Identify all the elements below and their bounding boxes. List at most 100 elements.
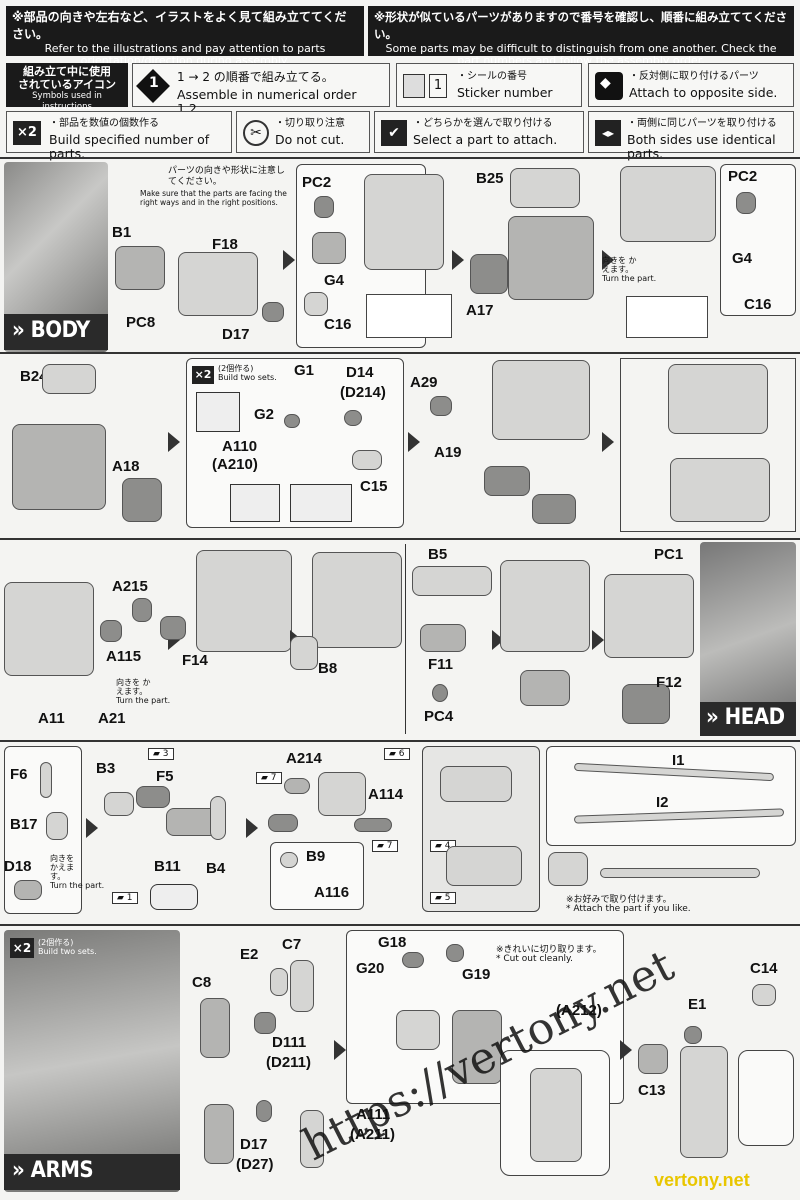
part-assembly [46, 812, 68, 840]
part-label: (D211) [266, 1054, 312, 1071]
legend-sticker-en: Sticker number [457, 85, 553, 100]
part-assembly [115, 246, 165, 290]
build-two-jp: (2個作る) [218, 364, 254, 373]
sticker-tag: ▰ 7 [256, 772, 282, 784]
part-label: PC8 [126, 314, 156, 331]
legend-select-jp: ・どちらかを選んで取り付ける [413, 118, 553, 129]
both-sides-icon: ◂▸ [595, 120, 621, 146]
no-cut-icon: ✂ [243, 120, 269, 146]
select-inset [230, 484, 280, 522]
step-arrow-icon [283, 250, 295, 270]
part-assembly [312, 232, 346, 264]
part-label: C16 [324, 316, 352, 333]
part-assembly [684, 1026, 702, 1044]
part-label: D17 [222, 326, 250, 343]
watermark-corner: vertony.net [654, 1170, 750, 1190]
part-label: PC1 [654, 546, 684, 563]
step-arrow-icon [452, 250, 464, 270]
row-divider [0, 352, 800, 354]
part-assembly [280, 852, 298, 868]
build-two-icon: ×2 [192, 366, 214, 384]
step-arrow-icon [168, 432, 180, 452]
build-two-en: Build two sets. [38, 947, 97, 956]
part-label: B5 [428, 546, 448, 563]
sticker-inset [150, 884, 198, 910]
legend-order-jp: 1 → 2 の順番で組み立てる。 [177, 70, 334, 84]
step-arrow-icon [602, 432, 614, 452]
header-right-jp: ※形状が似ているパーツがありますので番号を確認し、順番に組み立ててください。 [374, 10, 788, 41]
part-assembly [532, 494, 576, 524]
select-inset [196, 392, 240, 432]
sticker-flag-icon [403, 74, 425, 98]
part-label: B17 [10, 816, 38, 833]
step-arrow-icon [592, 630, 604, 650]
part-label: G19 [462, 966, 491, 983]
part-assembly [520, 670, 570, 706]
legend-title-en: Symbols used in instructions [32, 91, 102, 112]
part-label: B1 [112, 224, 132, 241]
cut-note-jp: ※きれいに切り取ります。 [496, 945, 602, 955]
part-label: PC2 [728, 168, 758, 185]
detail-inset [738, 1050, 794, 1146]
legend-order: 1 1 → 2 の順番で組み立てる。 Assemble in numerical… [132, 63, 390, 116]
sticker-tag: ▰ 7 [372, 840, 398, 852]
part-assembly [290, 960, 314, 1012]
part-assembly [500, 560, 590, 652]
sticker-tag: ▰ 3 [148, 748, 174, 760]
part-label: C7 [282, 936, 302, 953]
part-assembly [430, 396, 452, 416]
step-arrow-icon [334, 1040, 346, 1060]
sticker-tag: ▰ 1 [112, 892, 138, 904]
sticker-number: 1 [433, 78, 443, 93]
part-label: B11 [154, 858, 181, 875]
part-assembly [256, 1100, 272, 1122]
part-label: G20 [356, 960, 385, 977]
part-label: F11 [428, 656, 454, 673]
part-label: F18 [212, 236, 238, 253]
part-assembly [396, 1010, 440, 1050]
part-assembly [304, 292, 328, 316]
build-two-note: (2個作る) Build two sets. [38, 938, 97, 956]
turn-note: 向きを かえます。 Turn the part. [602, 256, 656, 283]
part-assembly [284, 414, 300, 428]
part-assembly [318, 772, 366, 816]
part-label: C8 [192, 974, 212, 991]
step-arrow-icon [408, 432, 420, 452]
part-assembly [484, 466, 530, 496]
part-label: D17 [240, 1136, 268, 1153]
part-label: D14 [346, 364, 374, 381]
build-two-jp: (2個作る) [38, 938, 74, 947]
part-assembly [196, 550, 292, 652]
part-assembly [680, 1046, 728, 1158]
section-label-arms: » ARMS [4, 1154, 180, 1190]
part-assembly [620, 166, 716, 242]
part-label: A18 [112, 458, 140, 475]
part-assembly [42, 364, 96, 394]
turn-note: 向きを かえます。 Turn the part. [50, 854, 104, 890]
part-assembly [446, 944, 464, 962]
part-assembly [262, 302, 284, 322]
step-arrow-icon [86, 818, 98, 838]
part-label: I2 [656, 794, 669, 811]
part-label: G18 [378, 934, 407, 951]
step-panel [720, 164, 796, 316]
part-assembly [160, 616, 186, 640]
part-label: A111 [356, 1106, 391, 1123]
part-label: C13 [638, 1082, 666, 1099]
row-divider [0, 924, 800, 926]
section-label-head: » HEAD [700, 702, 796, 736]
step-arrow-icon [620, 1040, 632, 1060]
part-label: (A211) [350, 1126, 396, 1143]
part-assembly [178, 252, 258, 316]
detail-inset [366, 294, 452, 338]
part-assembly [290, 636, 318, 670]
row-divider [0, 538, 800, 540]
part-assembly [314, 196, 334, 218]
detail-inset [626, 296, 708, 338]
part-assembly [670, 458, 770, 522]
part-assembly [210, 796, 226, 840]
part-label: (A210) [212, 456, 258, 473]
part-label: B8 [318, 660, 338, 677]
part-label: B3 [96, 760, 116, 777]
part-label: D18 [4, 858, 32, 875]
